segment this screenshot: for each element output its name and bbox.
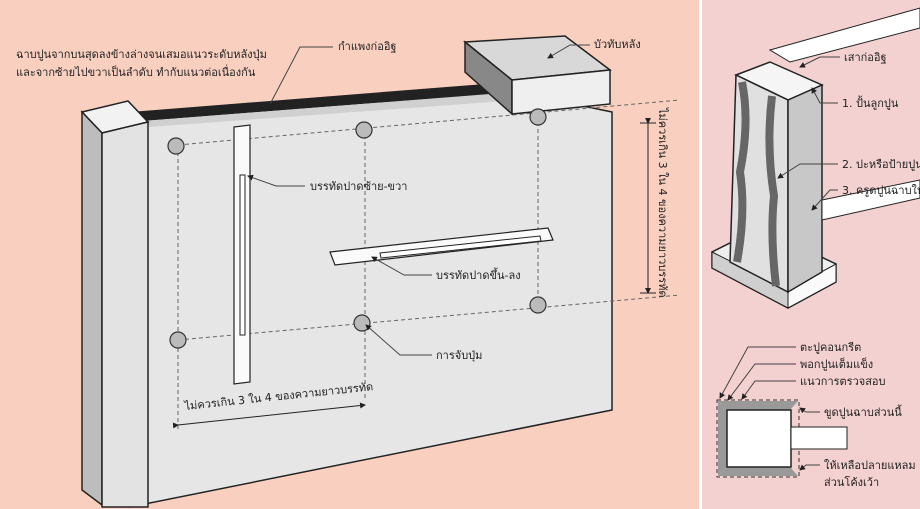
label-leave-line-1: ให้เหลือปลายแหลม <box>824 459 916 472</box>
label-spacing-vertical: ไม่ควรเกิน 3 ใน 4 ของความยาวบรรทัด <box>656 108 669 298</box>
label-screed-horizontal: บรรทัดปาดซ้าย-ขวา <box>310 180 408 193</box>
label-brick-wall: กำแพงก่ออิฐ <box>338 40 397 53</box>
guide-lines <box>177 99 681 430</box>
dimension-lines <box>172 118 656 429</box>
plan-detail <box>716 399 848 478</box>
label-step-2: 2. ปะหรือป้ายปูน <box>842 158 920 171</box>
instruction-line-2: และจากซ้ายไปขวาเป็นลำดับ ทำกับแนวต่อเนื่… <box>16 66 256 79</box>
coping-block <box>463 35 612 116</box>
label-coping: บัวทับหลัง <box>594 38 641 51</box>
horizontal-screed <box>329 227 554 266</box>
label-check-line: แนวการตรวจสอบ <box>800 375 886 388</box>
label-concrete-nail: ตะปูคอนกรีต <box>800 341 862 354</box>
wall-end-pillar <box>80 100 150 508</box>
label-step-1: 1. ปั้นลูกปูน <box>842 97 899 110</box>
label-brick-column: เสาก่ออิฐ <box>844 51 887 64</box>
label-scrape: ขูดปูนฉาบส่วนนี้ <box>824 406 902 419</box>
label-screed-vertical: บรรทัดปาดขึ้น-ลง <box>436 269 521 282</box>
vertical-screed <box>233 124 251 385</box>
label-mortar: พอกปูนเต็มแข็ง <box>800 358 874 371</box>
label-step-3: 3. ครูดปูนฉาบใน <box>842 184 920 197</box>
plaster-dots <box>167 108 547 349</box>
label-leave-line-2: ส่วนโค้งเว้า <box>824 476 880 489</box>
brick-column <box>711 7 920 309</box>
instruction-line-1: ฉาบปูนจากบนสุดลงข้างล่างจนเสมอแนวระดับหล… <box>16 48 267 61</box>
label-plaster-dots: การจับปุ่ม <box>436 349 483 362</box>
